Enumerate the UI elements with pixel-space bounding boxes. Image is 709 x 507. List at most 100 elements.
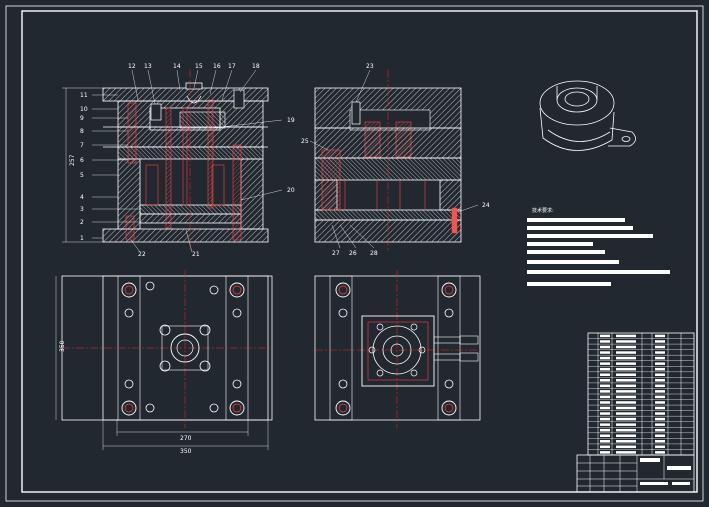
title-block-cell-text — [600, 417, 610, 421]
side-part-number-26: 26 — [349, 250, 357, 257]
plan-view-left: 270 350 350 — [55, 270, 273, 455]
title-block-cell-text — [655, 417, 665, 421]
title-block-cell-text — [600, 406, 610, 410]
title-block-cell-text — [655, 428, 665, 432]
front-part-number-10: 10 — [80, 106, 88, 113]
front-part-number-18: 18 — [252, 63, 260, 70]
title-block-cell-text — [655, 390, 665, 393]
plan-view-right — [314, 270, 481, 428]
plan-left-guide-hole — [232, 379, 242, 389]
plan-right-guide-hole — [338, 308, 348, 318]
plan-left-guide-hole — [209, 403, 219, 413]
title-block-cell-text — [616, 340, 636, 343]
title-block-cell-text — [655, 373, 665, 376]
plan-left-guide-hole — [209, 285, 219, 295]
front-part-number-12: 12 — [128, 63, 136, 70]
title-block-cell-text — [616, 390, 636, 393]
title-block-cell-text — [655, 340, 665, 343]
plan-right-guide-hole — [444, 379, 454, 389]
plan-right-bolt-hole — [335, 282, 351, 298]
front-part-number-4: 4 — [80, 194, 84, 201]
plan-right-bolt-hole — [441, 400, 457, 416]
front-part-number-2: 2 — [80, 219, 84, 226]
plan-left-bolt-hole — [121, 282, 137, 298]
front-part-number-22: 22 — [138, 251, 146, 258]
title-block-cell-text — [655, 384, 665, 388]
front-part-number-8: 8 — [80, 128, 84, 135]
title-block-cell-text — [655, 423, 665, 426]
title-block-cell-text — [616, 367, 636, 371]
title-block-cell-text — [616, 384, 636, 388]
title-block-cell-text — [600, 362, 610, 365]
title-block-cell-text — [616, 423, 636, 426]
title-block-cell-text — [616, 351, 636, 354]
front-part-number-7: 7 — [80, 142, 84, 149]
front-part-number-11: 11 — [80, 92, 88, 99]
front-part-number-19: 19 — [287, 117, 295, 124]
title-block-cell-text — [655, 440, 665, 443]
title-block-cell-text — [655, 451, 665, 454]
plan-left-guide-hole — [145, 403, 155, 413]
plan-height-dimension: 350 — [59, 340, 66, 352]
title-block-cell-text — [655, 395, 665, 399]
plan-right-bolt-hole — [441, 282, 457, 298]
front-part-number-17: 17 — [228, 63, 236, 70]
title-block-cell-text — [616, 440, 636, 443]
plan-left-guide-hole — [124, 379, 134, 389]
title-block-cell-text — [600, 428, 610, 432]
title-block-cell-text — [600, 434, 610, 437]
title-block-cell-text — [600, 395, 610, 399]
title-block-cell-text — [616, 412, 636, 415]
front-part-number-21: 21 — [192, 251, 200, 258]
front-part-number-14: 14 — [173, 63, 181, 70]
title-block-cell-text — [600, 401, 610, 404]
title-block-cell-text — [655, 401, 665, 404]
front-part-number-1: 1 — [80, 235, 84, 242]
title-block-cell-text — [655, 406, 665, 410]
front-part-number-9: 9 — [80, 115, 84, 122]
side-section-view: 23 25 24 27 26 28 — [301, 63, 490, 257]
title-block-cell-text — [600, 412, 610, 415]
title-block-cell-text — [655, 434, 665, 437]
technical-requirements: 技术要求: — [527, 207, 670, 286]
title-block-cell-text — [655, 362, 665, 365]
plan-left-guide-hole — [232, 308, 242, 318]
front-part-number-20: 20 — [287, 187, 295, 194]
front-part-number-16: 16 — [213, 63, 221, 70]
title-block-cell-text — [600, 373, 610, 376]
title-block-cell-text — [616, 379, 636, 382]
front-part-number-3: 3 — [80, 206, 84, 213]
title-block-cell-text — [616, 345, 636, 349]
title-block-cell-text — [600, 340, 610, 343]
title-block-cell-text — [600, 351, 610, 354]
title-block-cell-text — [616, 373, 636, 376]
front-height-dimension: 257 — [69, 154, 76, 166]
title-block-cell-text — [600, 334, 610, 338]
title-block-cell-text — [616, 395, 636, 399]
title-block-cell-text — [655, 445, 665, 449]
title-block-cell-text — [600, 440, 610, 443]
side-part-number-23: 23 — [366, 63, 374, 70]
title-block-cell-text — [600, 445, 610, 449]
title-block-cell-text — [600, 423, 610, 426]
title-block-cell-text — [655, 356, 665, 360]
plan-left-bolt-hole — [229, 400, 245, 416]
title-block-cell-text — [600, 345, 610, 349]
title-block-cell-text — [616, 434, 636, 437]
title-block-cell-text — [600, 367, 610, 371]
requirements-title: 技术要求: — [532, 207, 554, 214]
title-block-cell-text — [655, 379, 665, 382]
title-block-cell-text — [616, 334, 636, 338]
title-block-cell-text — [616, 362, 636, 365]
side-part-number-28: 28 — [370, 250, 378, 257]
title-block-cell-text — [600, 356, 610, 360]
title-block-cell-text — [655, 345, 665, 349]
plan-right-guide-hole — [444, 308, 454, 318]
plan-left-bolt-hole — [121, 400, 137, 416]
plan-right-guide-hole — [338, 379, 348, 389]
title-block-cell-text — [616, 401, 636, 404]
title-block-cell-text — [616, 428, 636, 432]
side-part-number-24: 24 — [482, 202, 490, 209]
